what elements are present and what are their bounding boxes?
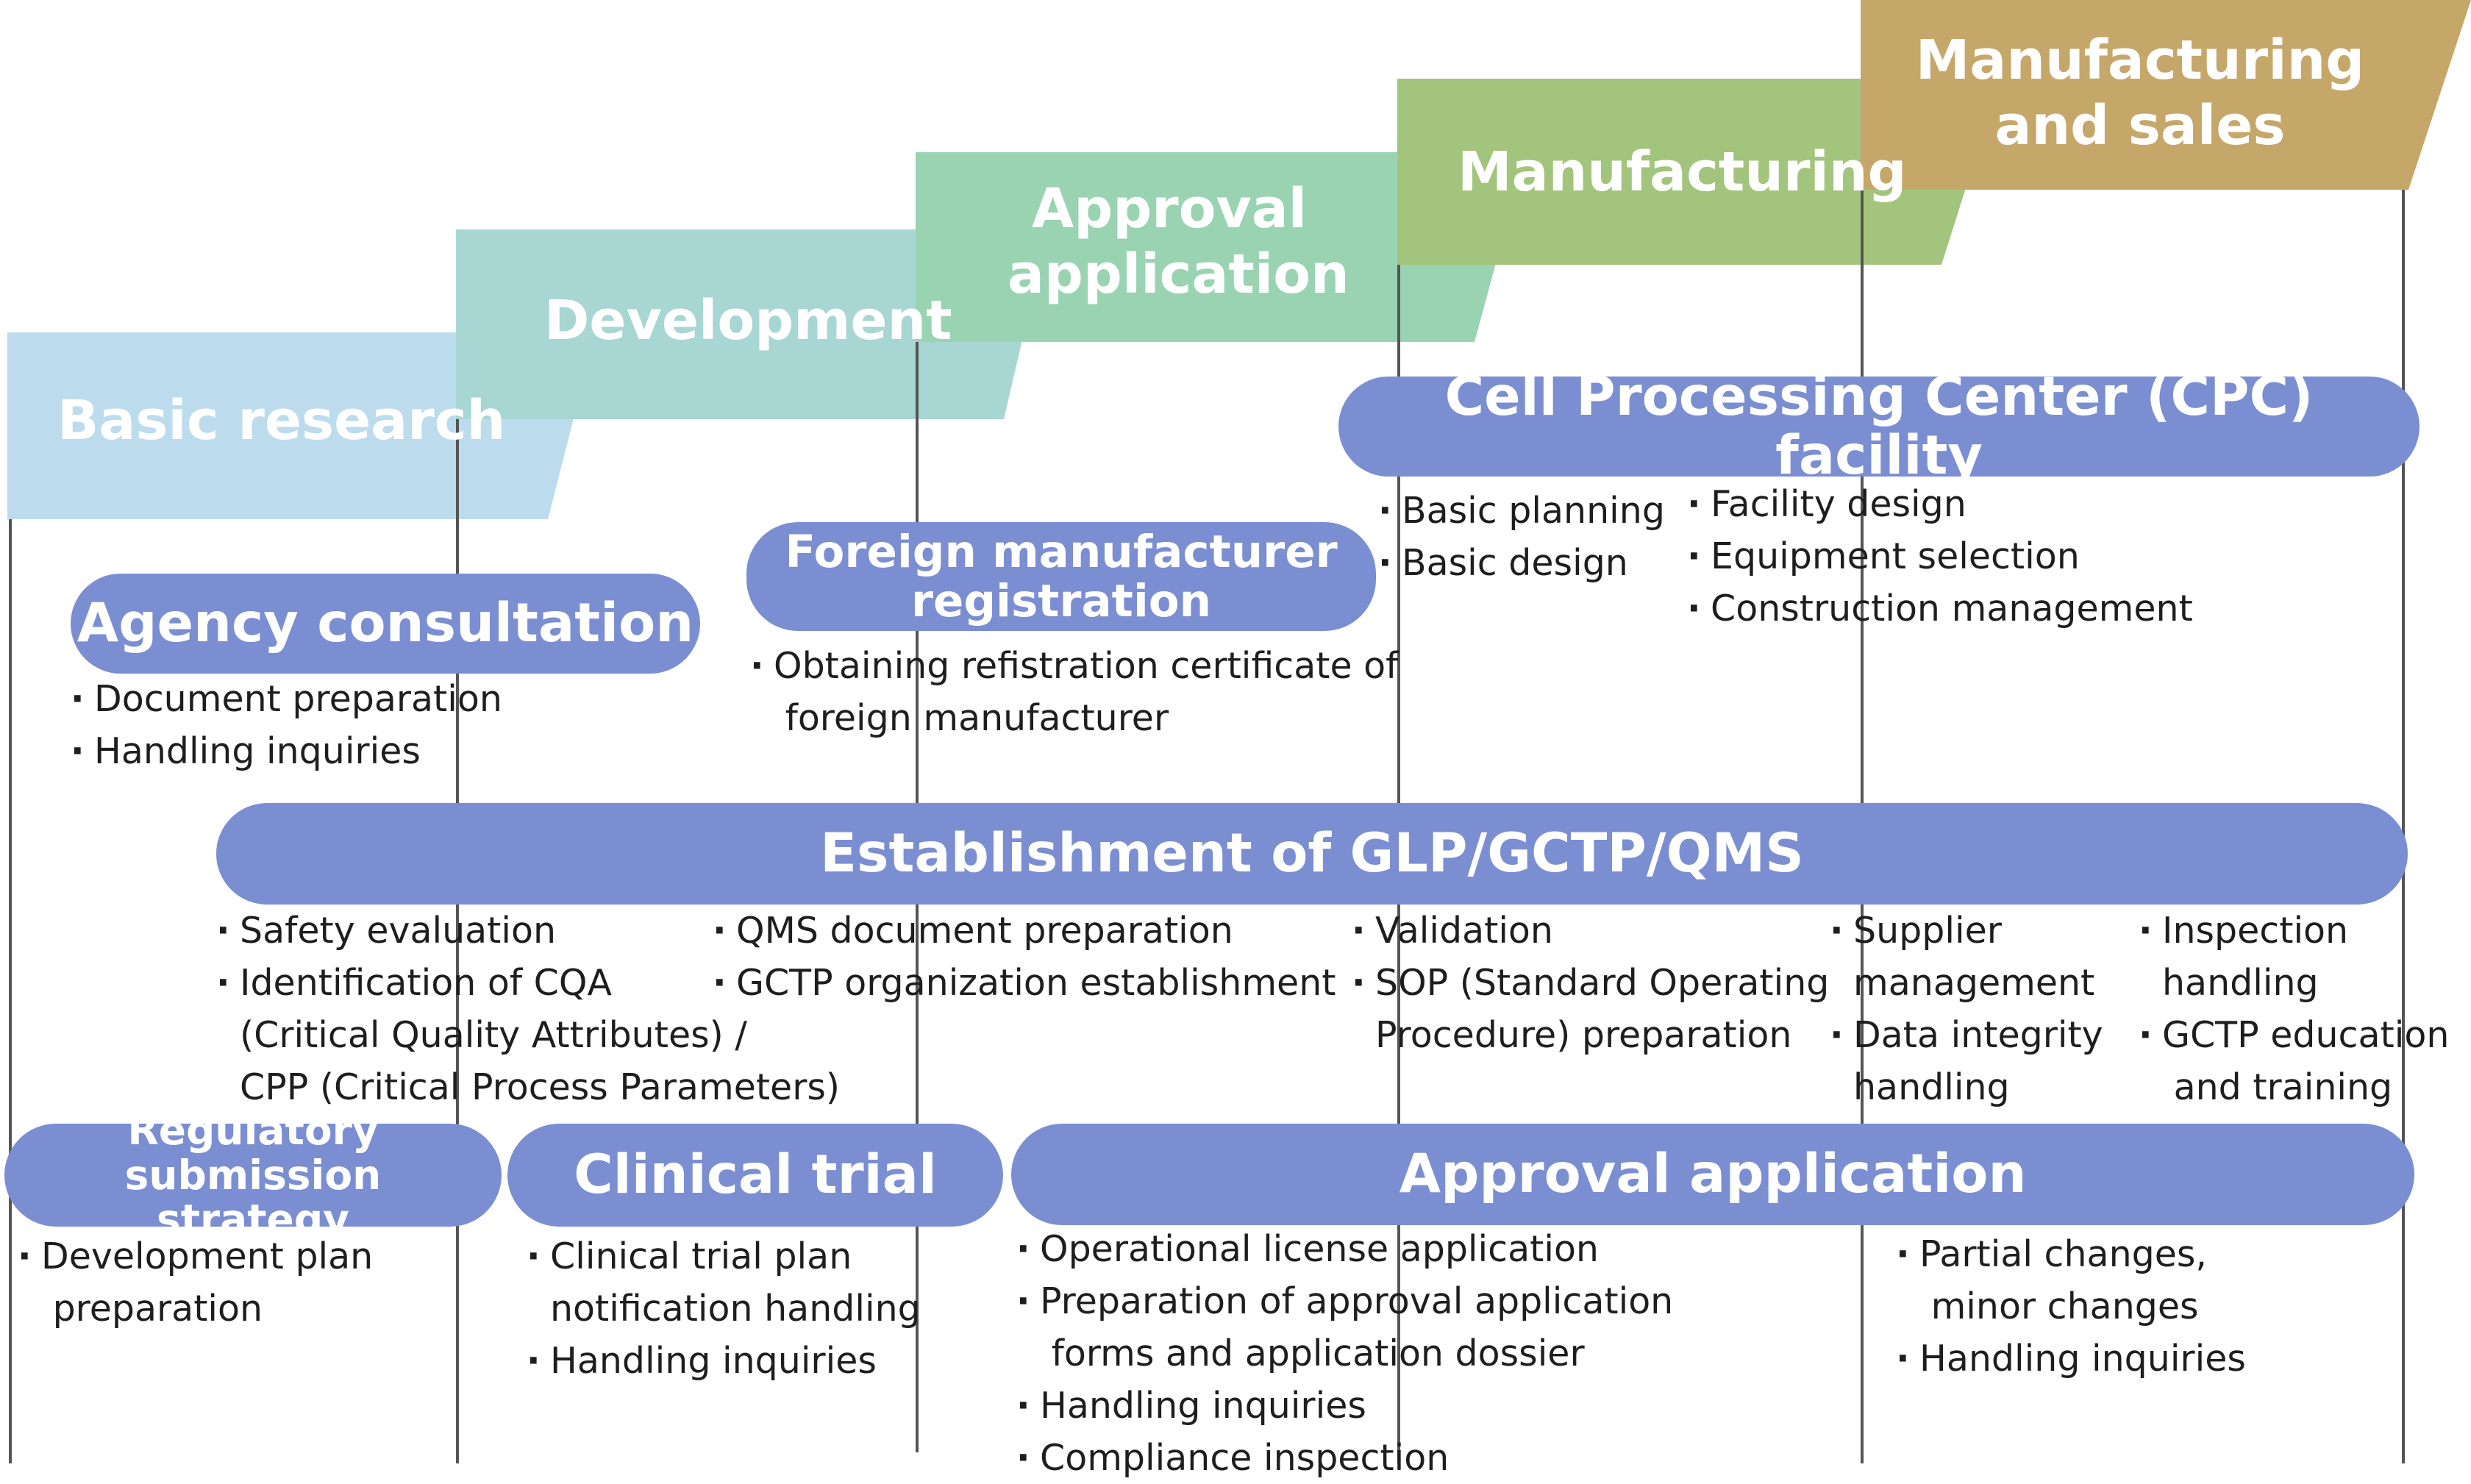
list-item: Validation xyxy=(1349,905,1829,957)
list-item: Basic planning xyxy=(1375,485,1665,537)
list-item: Handling inquiries xyxy=(1893,1333,2246,1385)
list-item: Preparation of approval application form… xyxy=(1013,1275,1673,1380)
agency-consultation-pill: Agency consultation xyxy=(71,574,700,674)
agency-consultation-title: Agency consultation xyxy=(76,591,694,654)
list-item: Document preparation xyxy=(68,673,502,725)
glp-col4-list: Supplier management Data integrity handl… xyxy=(1827,905,2103,1113)
regulatory-strategy-title-line1: Regulatory submission xyxy=(124,1107,382,1199)
foreign-list: Obtaining refistration certificate of fo… xyxy=(747,640,1398,744)
list-item: Clinical trial plan notification handlin… xyxy=(524,1230,921,1335)
foreign-manufacturer-title-line1: Foreign manufacturer xyxy=(785,525,1338,578)
list-item: Safety evaluation xyxy=(213,905,840,957)
stage-label-manufacturing-sales: Manufacturing and sales xyxy=(1912,28,2368,159)
list-item: Facility design xyxy=(1684,478,2193,530)
stage-label-basic-research: Basic research xyxy=(57,389,506,452)
regulatory-list: Development plan preparation xyxy=(15,1230,373,1335)
list-item: Partial changes, minor changes xyxy=(1893,1228,2246,1333)
regulatory-strategy-pill: Regulatory submission strategy xyxy=(4,1108,502,1241)
list-item: Equipment selection xyxy=(1684,530,2193,582)
approval-application-title: Approval application xyxy=(1399,1142,2027,1205)
list-item: SOP (Standard Operating Procedure) prepa… xyxy=(1349,957,1829,1061)
approval-left-list: Operational license application Preparat… xyxy=(1013,1223,1673,1484)
list-item: Obtaining refistration certificate of fo… xyxy=(747,640,1398,744)
stage-label-sales-line2: and sales xyxy=(1994,93,2286,157)
glp-gctp-qms-title: Establishment of GLP/GCTP/QMS xyxy=(820,821,1804,885)
list-item: Inspection handling xyxy=(2136,905,2449,1009)
cpc-right-list: Facility design Equipment selection Cons… xyxy=(1684,478,2193,635)
list-item: Construction management xyxy=(1684,582,2193,635)
clinical-trial-pill: Clinical trial xyxy=(507,1124,1003,1227)
stage-label-approval-line2: application xyxy=(1008,242,1349,306)
stage-label-manufacturing: Manufacturing xyxy=(1458,140,1907,204)
list-item: Development plan preparation xyxy=(15,1230,373,1335)
stage-banner-development xyxy=(456,229,1048,419)
cpc-left-list: Basic planning Basic design xyxy=(1375,485,1665,589)
clinical-list: Clinical trial plan notification handlin… xyxy=(524,1230,921,1387)
glp-col3-list: Validation SOP (Standard Operating Proce… xyxy=(1349,905,1829,1061)
list-item: GCTP education and training xyxy=(2136,1009,2449,1113)
stage-label-approval: Approval application xyxy=(1008,176,1349,307)
list-item: GCTP organization establishment xyxy=(710,957,1336,1009)
list-item: Handling inquiries xyxy=(68,725,502,777)
stage-banner-manufacturing xyxy=(1397,79,2000,265)
list-item: Basic design xyxy=(1375,537,1665,589)
glp-col5-list: Inspection handling GCTP education and t… xyxy=(2136,905,2449,1113)
cpc-facility-pill: Cell Processing Center (CPC) facility xyxy=(1338,367,2420,485)
list-item: Handling inquiries xyxy=(524,1335,921,1387)
glp-col1-list: Safety evaluation Identification of CQA … xyxy=(213,905,840,1113)
stage-banner-manufacturing-sales xyxy=(1861,0,2471,190)
list-item: Data integrity handling xyxy=(1827,1009,2103,1113)
stage-label-approval-line1: Approval xyxy=(1031,177,1308,240)
approval-right-list: Partial changes, minor changes Handling … xyxy=(1893,1228,2246,1385)
glp-col2-list: QMS document preparation GCTP organizati… xyxy=(710,905,1336,1009)
list-item: Handling inquiries xyxy=(1013,1380,1673,1432)
foreign-manufacturer-pill: Foreign manufacturer registration xyxy=(746,522,1376,631)
cpc-facility-title: Cell Processing Center (CPC) facility xyxy=(1444,365,2314,487)
stage-label-development: Development xyxy=(544,289,952,352)
list-item: QMS document preparation xyxy=(710,905,1336,957)
glp-gctp-qms-pill: Establishment of GLP/GCTP/QMS xyxy=(216,803,2408,905)
clinical-trial-title: Clinical trial xyxy=(574,1143,937,1206)
stage-banner-approval xyxy=(916,152,1526,342)
approval-application-pill: Approval application xyxy=(1011,1124,2414,1225)
list-item: Identification of CQA (Critical Quality … xyxy=(213,957,840,1113)
foreign-manufacturer-title-line2: registration xyxy=(910,575,1212,627)
stage-banner-basic-research xyxy=(7,332,596,519)
list-item: Supplier management xyxy=(1827,905,2103,1009)
agency-list: Document preparation Handling inquiries xyxy=(68,673,502,777)
list-item: Compliance inspection xyxy=(1013,1432,1673,1484)
list-item: Operational license application xyxy=(1013,1223,1673,1275)
stage-label-sales-line1: Manufacturing xyxy=(1915,29,2365,92)
